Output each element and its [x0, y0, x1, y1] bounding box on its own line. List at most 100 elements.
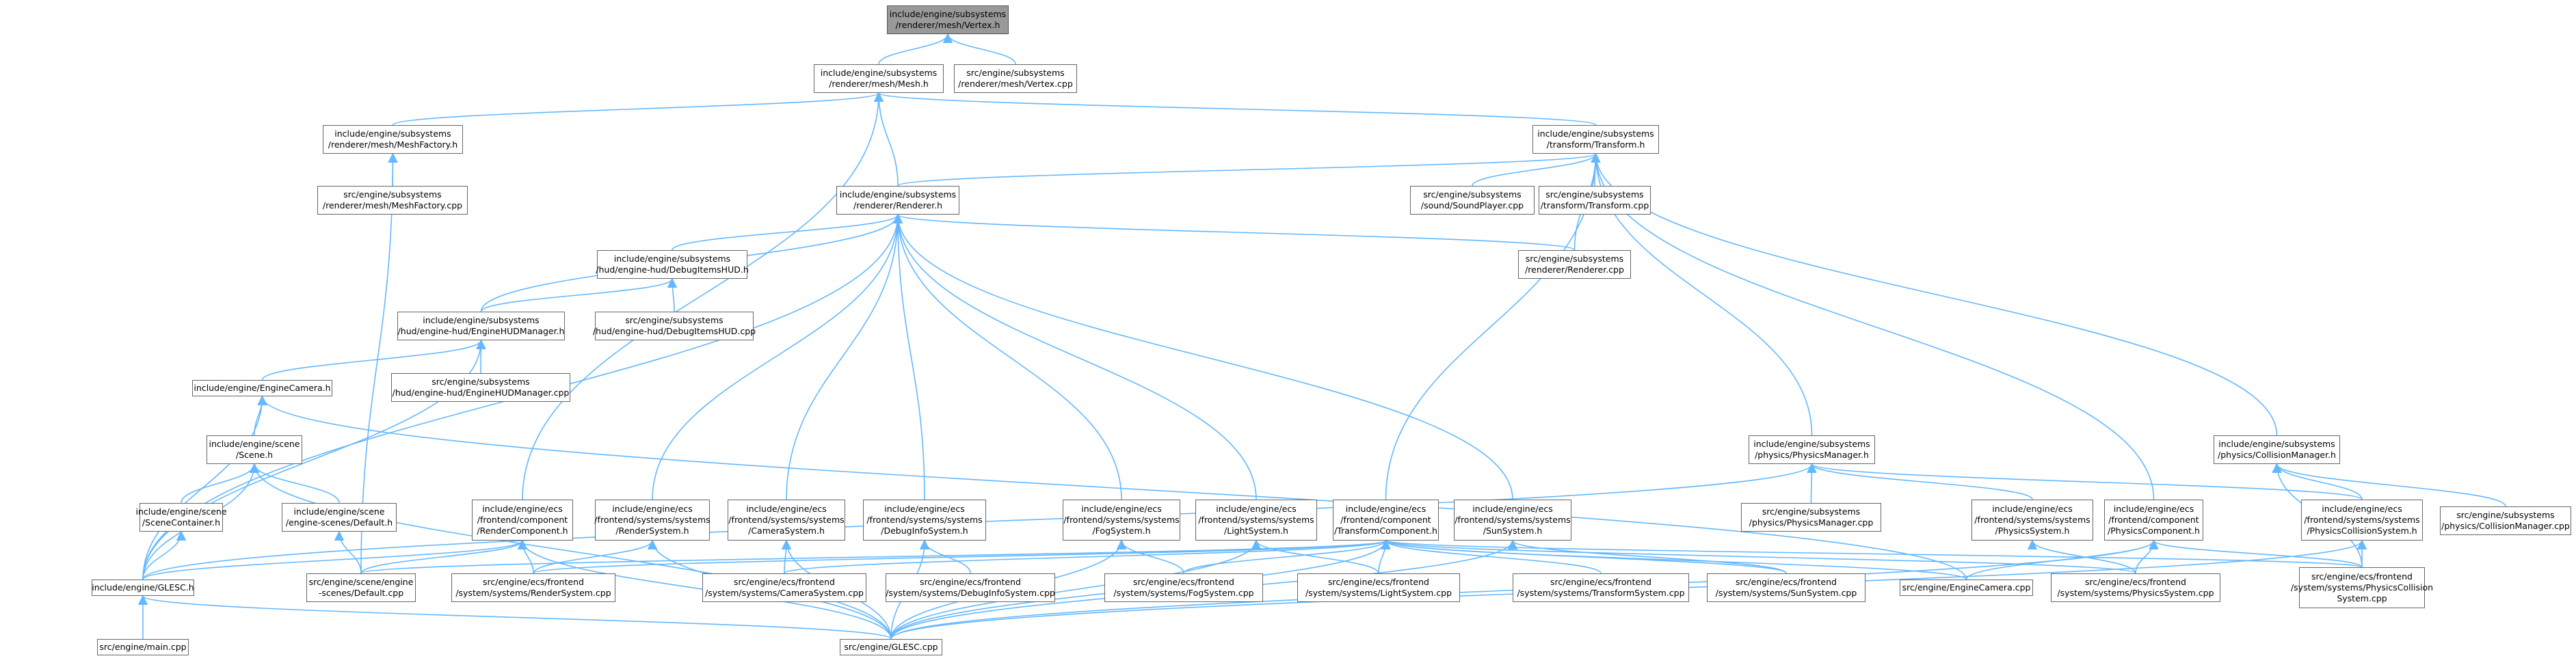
node-rendersystem-h[interactable]: include/engine/ecs/frontend/systems/syst… [594, 500, 711, 541]
node-label-line: include/engine/subsystems [889, 9, 1007, 19]
node-collisionmanager-cpp[interactable]: src/engine/subsystems/physics/CollisionM… [2440, 506, 2571, 535]
node-label-line: src/engine/EngineCamera.cpp [1902, 582, 2031, 593]
node-enginehud-cpp[interactable]: src/engine/subsystems/hud/engine-hud/Eng… [391, 373, 570, 402]
node-label-line: /renderer/mesh/Vertex.cpp [958, 79, 1073, 89]
node-sunsystem-cpp[interactable]: src/engine/ecs/frontend/system/systems/S… [1707, 573, 1865, 602]
node-soundplayer-cpp[interactable]: src/engine/subsystems/sound/SoundPlayer.… [1410, 186, 1535, 215]
node-physicssystem-cpp[interactable]: src/engine/ecs/frontend/system/systems/P… [2051, 573, 2220, 602]
edge-enginecamera_h-to-enginehud_h [261, 339, 486, 381]
node-label-line: include/engine/ecs [1472, 504, 1553, 514]
node-fogsystem-h[interactable]: include/engine/ecs/frontend/systems/syst… [1063, 500, 1180, 541]
node-sunsystem-h[interactable]: include/engine/ecs/frontend/systems/syst… [1454, 500, 1571, 541]
node-transform-cpp[interactable]: src/engine/subsystems/transform/Transfor… [1539, 186, 1651, 215]
node-vertex-cpp[interactable]: src/engine/subsystems/renderer/mesh/Vert… [954, 64, 1077, 93]
edge-physicscomponent_h-to-transform_h [1591, 152, 2155, 500]
edge-renderer_h-to-mesh_h [873, 92, 899, 187]
node-label-line: include/engine/subsystems [1537, 128, 1654, 139]
node-label-line: include/engine/ecs [1345, 504, 1426, 514]
node-label-line: /physics/CollisionManager.h [2218, 450, 2336, 460]
edge-vertex_cpp-to-vertex_h [942, 33, 1016, 65]
node-scene-h[interactable]: include/engine/scene/Scene.h [207, 435, 302, 464]
node-mesh-h[interactable]: include/engine/subsystems/renderer/mesh/… [814, 64, 944, 93]
node-label-line: /RenderComponent.h [477, 526, 568, 536]
node-main-cpp[interactable]: src/engine/main.cpp [97, 639, 189, 655]
node-enginecamera-h[interactable]: include/engine/EngineCamera.h [192, 380, 332, 396]
node-label-line: /physics/PhysicsManager.cpp [1749, 517, 1874, 528]
node-collisionmanager-h[interactable]: include/engine/subsystems/physics/Collis… [2214, 435, 2340, 464]
node-transformcomponent-h[interactable]: include/engine/ecs/frontend/component/Tr… [1333, 500, 1439, 541]
node-glesc-cpp[interactable]: src/engine/GLESC.cpp [840, 639, 942, 655]
node-debughud-h[interactable]: include/engine/subsystems/hud/engine-hud… [596, 250, 749, 279]
node-label-line: /frontend/systems/systems [728, 515, 845, 525]
node-label-line: include/engine/ecs [1081, 504, 1162, 514]
node-physicssystem-h[interactable]: include/engine/ecs/frontend/systems/syst… [1971, 500, 2093, 541]
node-glesc-h[interactable]: include/engine/GLESC.h [92, 580, 194, 596]
node-rendersystem-cpp[interactable]: src/engine/ecs/frontend/system/systems/R… [451, 573, 615, 602]
node-scenedefault-cpp[interactable]: src/engine/scene/engine-scenes/Default.c… [306, 573, 416, 602]
node-label-line: /SunSystem.h [1483, 526, 1543, 536]
node-label-line: /renderer/mesh/MeshFactory.h [328, 139, 458, 150]
node-camerasystem-cpp[interactable]: src/engine/ecs/frontend/system/systems/C… [702, 573, 866, 602]
node-camerasystem-h[interactable]: include/engine/ecs/frontend/systems/syst… [728, 500, 845, 541]
node-transformsystem-cpp[interactable]: src/engine/ecs/frontend/system/systems/T… [1513, 573, 1689, 602]
node-label-line: src/engine/subsystems [625, 315, 723, 325]
edge-scenedefault_cpp-to-scenedefault_h [334, 530, 362, 574]
node-label-line: include/engine/ecs [2113, 504, 2194, 514]
node-label-line: /transform/Transform.h [1546, 139, 1645, 150]
node-label-line: include/engine/subsystems [1753, 439, 1870, 449]
edge-physicscollisionsystem_cpp-to-physicscomponent_h [2149, 539, 2363, 568]
node-rendercomponent-h[interactable]: include/engine/ecs/frontend/component/Re… [472, 500, 573, 541]
node-enginecamera-cpp[interactable]: src/engine/EngineCamera.cpp [1900, 580, 2033, 596]
edge-physicssystem_h-to-physicsmanager_h [1807, 463, 2033, 500]
node-label-line: include/engine/GLESC.h [92, 582, 194, 593]
node-label-line: src/engine/subsystems [1545, 189, 1644, 200]
edge-lightsystem_h-to-renderer_h [892, 213, 1257, 500]
node-label-line: /renderer/mesh/Vertex.h [895, 20, 1000, 30]
edge-physicsmanager_cpp-to-physicsmanager_h [1807, 463, 1817, 504]
node-label-line: /frontend/systems/systems [1455, 515, 1571, 525]
node-scenecontainer-h[interactable]: include/engine/scene/SceneContainer.h [135, 503, 227, 532]
edge-fogsystem_h-to-renderer_h [892, 213, 1122, 500]
node-enginehud-h[interactable]: include/engine/subsystems/hud/engine-hud… [397, 312, 565, 340]
edge-physicssystem_cpp-to-transformcomponent_h [1381, 539, 2136, 574]
node-label-line: /sound/SoundPlayer.cpp [1420, 200, 1524, 210]
node-renderer-h[interactable]: include/engine/subsystems/renderer/Rende… [836, 186, 959, 215]
node-renderer-cpp[interactable]: src/engine/subsystems/renderer/Renderer.… [1518, 250, 1631, 279]
node-label-line: /system/systems/TransformSystem.cpp [1517, 588, 1685, 598]
edge-glesc_cpp-to-scene_h [249, 463, 892, 640]
node-debughud-cpp[interactable]: src/engine/subsystems/hud/engine-hud/Deb… [593, 312, 756, 340]
node-scenedefault-h[interactable]: include/engine/scene/engine-scenes/Defau… [282, 503, 397, 532]
node-debuginfosystem-h[interactable]: include/engine/ecs/frontend/systems/syst… [863, 500, 986, 541]
node-label-line: /hud/engine-hud/DebugItemsHUD.h [596, 264, 749, 275]
node-label-line: /system/systems/PhysicsSystem.cpp [2057, 588, 2214, 598]
node-fogsystem-cpp[interactable]: src/engine/ecs/frontend/system/systems/F… [1104, 573, 1263, 602]
node-label-line: /hud/engine-hud/EngineHUDManager.h [397, 326, 565, 336]
edge-scenedefault_cpp-to-rendercomponent_h [360, 539, 528, 574]
node-label-line: /renderer/Renderer.cpp [1525, 264, 1624, 275]
node-physicscomponent-h[interactable]: include/engine/ecs/frontend/component/Ph… [2104, 500, 2203, 541]
node-meshfactory-h[interactable]: include/engine/subsystems/renderer/mesh/… [323, 125, 463, 154]
edge-soundplayer_cpp-to-transform_h [1472, 152, 1601, 187]
node-lightsystem-cpp[interactable]: src/engine/ecs/frontend/system/systems/L… [1297, 573, 1460, 602]
node-meshfactory-cpp[interactable]: src/engine/subsystems/renderer/mesh/Mesh… [317, 186, 468, 215]
node-transform-h[interactable]: include/engine/subsystems/transform/Tran… [1532, 125, 1659, 154]
node-physicsmanager-cpp[interactable]: src/engine/subsystems/physics/PhysicsMan… [1741, 503, 1881, 532]
node-label-line: /transform/Transform.cpp [1540, 200, 1649, 210]
edge-lightsystem_cpp-to-lightsystem_h [1251, 539, 1379, 574]
node-label-line: System.cpp [2337, 593, 2387, 603]
node-label-line: src/engine/subsystems [1423, 189, 1522, 200]
edge-collisionmanager_h-to-transform_h [1591, 152, 2278, 436]
edge-renderer_cpp-to-renderer_h [893, 213, 1576, 251]
node-physicsmanager-h[interactable]: include/engine/subsystems/physics/Physic… [1749, 435, 1875, 464]
edge-enginecamera_cpp-to-transformcomponent_h [1381, 539, 1967, 580]
edge-glesc_cpp-to-glesc_h [138, 595, 892, 640]
node-label-line: /system/systems/CameraSystem.cpp [705, 588, 864, 598]
node-label-line: /system/systems/PhysicsCollision [2290, 582, 2434, 593]
node-physicscollisionsystem-cpp[interactable]: src/engine/ecs/frontend/system/systems/P… [2291, 567, 2433, 608]
edge-rendersystem_cpp-to-transformcomponent_h [533, 539, 1390, 574]
node-physicscollisionsystem-h[interactable]: include/engine/ecs/frontend/systems/syst… [2301, 500, 2423, 541]
edge-rendersystem_cpp-to-rendersystem_h [533, 539, 658, 574]
node-lightsystem-h[interactable]: include/engine/ecs/frontend/systems/syst… [1195, 500, 1317, 541]
edge-meshfactory_h-to-mesh_h [392, 92, 884, 126]
node-debuginfosystem-cpp[interactable]: src/engine/ecs/frontend/system/systems/D… [886, 573, 1055, 602]
